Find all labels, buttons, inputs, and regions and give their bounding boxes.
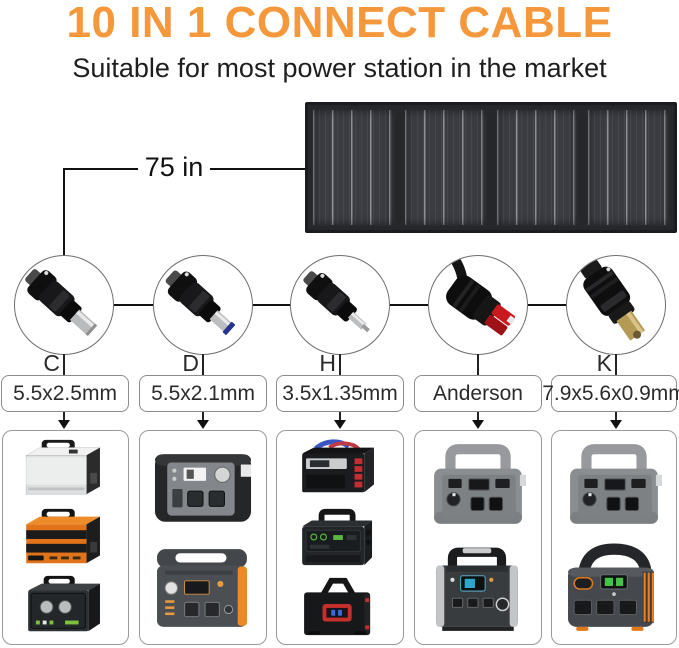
anderson-plug-icon	[443, 256, 516, 336]
gray-panel-power-station-image	[154, 454, 252, 523]
connector-letter-k: K	[596, 350, 612, 376]
orange-power-station-image	[25, 508, 100, 563]
down-arrow-icon	[58, 420, 70, 429]
connector-stem	[615, 354, 617, 375]
size-label-h: 3.5x1.35mm	[276, 375, 404, 412]
compatible-devices-box-c	[2, 430, 129, 645]
measure-line-vertical	[63, 168, 65, 256]
gray-handle-power-station-image	[570, 444, 663, 525]
connector-circle-h	[290, 255, 390, 355]
size-label-c: 5.5x2.5mm	[1, 375, 129, 412]
down-arrow-icon	[472, 420, 484, 429]
chain-line	[114, 304, 153, 306]
arrow-stem	[339, 412, 341, 421]
size-label-k: 7.9x5.6x0.9mm	[542, 375, 679, 412]
page-title: 10 IN 1 CONNECT CABLE	[66, 0, 613, 47]
green-accent-power-station-image	[302, 508, 373, 565]
cable-length-label: 75 in	[144, 152, 204, 182]
compatible-devices-box-d	[139, 430, 267, 645]
dc-barrel-plug-icon	[165, 270, 236, 335]
silver-power-station-image	[24, 440, 101, 495]
silver-edge-power-station-image	[436, 547, 518, 631]
measure-line-right	[210, 168, 305, 170]
dc-barrel-plug-icon	[25, 269, 98, 336]
solar-cell-panel	[587, 109, 670, 226]
dark-dial-power-station-image	[27, 575, 100, 631]
connector-stem	[339, 354, 341, 375]
down-arrow-icon	[610, 420, 622, 429]
chain-line	[528, 304, 566, 306]
measure-line-left	[64, 168, 138, 170]
solar-cell-panel	[403, 109, 487, 226]
dc-barrel-plug-icon	[580, 259, 646, 341]
connector-circle-k	[566, 255, 666, 355]
size-label-d: 5.5x2.1mm	[139, 375, 267, 412]
connector-stem	[63, 354, 65, 375]
connector-letter-d: D	[182, 350, 199, 376]
compatible-devices-box-h	[276, 430, 404, 645]
red-port-power-bank-image	[302, 439, 374, 493]
connector-circle-c	[14, 255, 114, 355]
connector-stem	[477, 354, 479, 375]
connector-letter-c: C	[43, 350, 60, 376]
connector-stem	[202, 354, 204, 375]
arrow-stem	[615, 412, 617, 421]
arrow-stem	[202, 412, 204, 421]
solar-panel-image	[305, 102, 677, 233]
down-arrow-icon	[334, 420, 346, 429]
chain-line	[390, 304, 428, 306]
compatible-devices-box-anderson	[414, 430, 542, 645]
gray-handle-power-station-image	[434, 444, 527, 525]
arrow-stem	[477, 412, 479, 421]
orange-vent-power-station-image	[568, 543, 654, 631]
solar-cell-panel	[495, 109, 579, 226]
connector-circle-anderson	[428, 255, 528, 355]
solar-cell-panel	[312, 109, 395, 226]
compatible-devices-box-k	[551, 430, 677, 645]
orange-trim-power-station-image	[157, 548, 247, 627]
connector-letter-h: H	[319, 350, 336, 376]
chain-line	[253, 304, 290, 306]
connector-circle-d	[153, 255, 253, 355]
red-display-power-station-image	[304, 577, 371, 635]
size-label-anderson: Anderson	[414, 375, 542, 412]
dc-barrel-plug-icon	[303, 271, 370, 333]
arrow-stem	[63, 412, 65, 421]
down-arrow-icon	[197, 420, 209, 429]
page-subtitle: Suitable for most power station in the m…	[72, 53, 607, 83]
